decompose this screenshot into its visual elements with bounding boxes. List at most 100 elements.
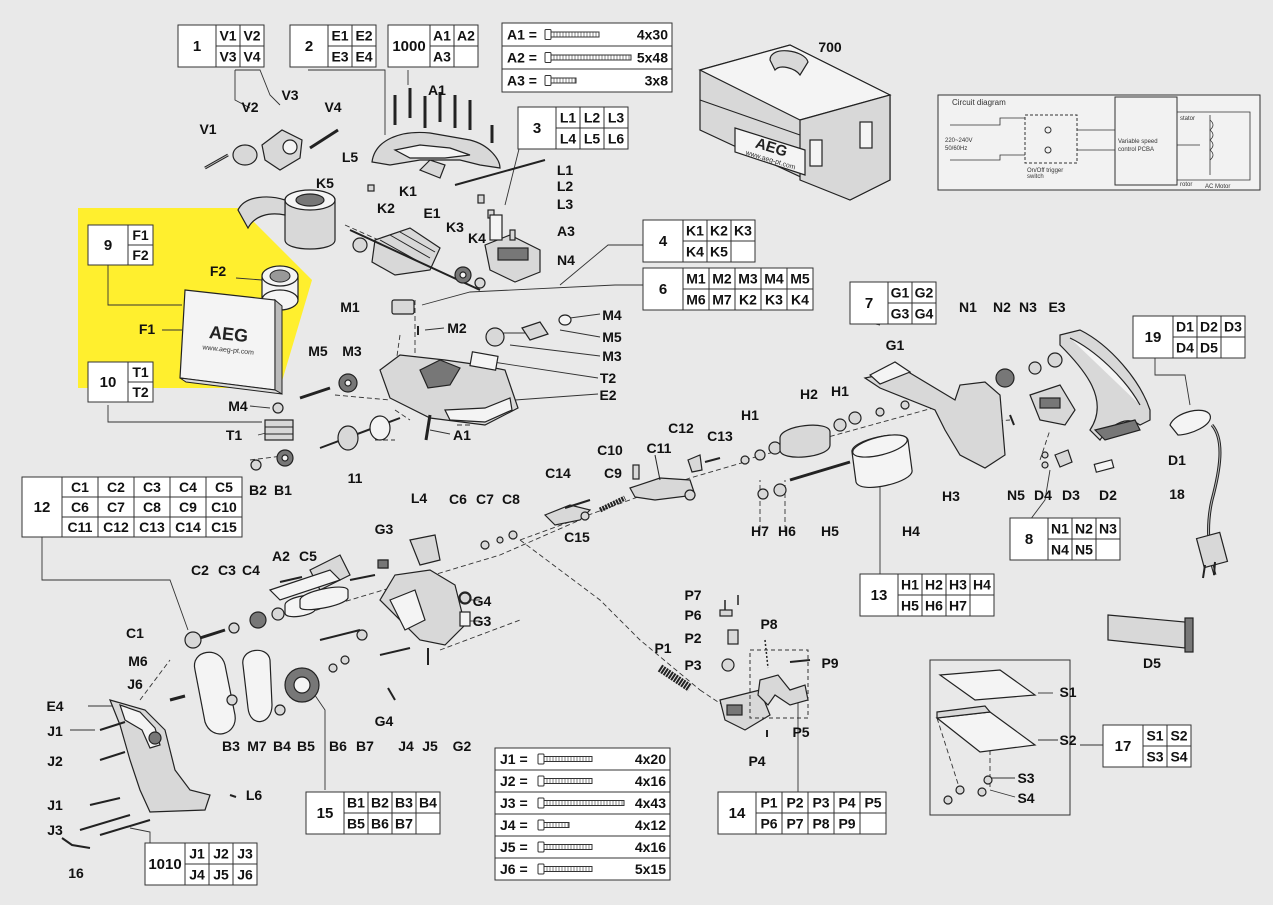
table-cell-label: F1 (132, 227, 149, 243)
callout-label: J6 (127, 676, 143, 692)
callout-label: J1 (47, 797, 63, 813)
callout-label: D3 (1062, 487, 1080, 503)
part-11-spindle (264, 414, 432, 451)
callout-label: P2 (684, 630, 701, 646)
table-cell-label: P3 (812, 795, 829, 811)
parts-h (740, 400, 913, 500)
part-m1 (391, 299, 415, 315)
screw-size: 3x8 (645, 73, 669, 89)
callout-label: C10 (597, 442, 623, 458)
table-cell-label: C7 (107, 499, 125, 515)
table-cell-label: E1 (331, 28, 348, 44)
callout-label: S3 (1017, 770, 1034, 786)
callout-label: B2 (249, 482, 267, 498)
table-number: 1000 (392, 38, 425, 55)
part-v1 (204, 153, 229, 170)
table-cell-label: K4 (791, 292, 809, 308)
callout-label: C3 (218, 562, 236, 578)
callout-label: J5 (422, 738, 438, 754)
table-number-cell (642, 267, 684, 311)
table-cell-label: M7 (712, 292, 732, 308)
table-cell-label: B7 (395, 816, 413, 832)
callout-label: F1 (139, 321, 156, 337)
callout-label: P6 (684, 607, 701, 623)
callout-label: C14 (545, 465, 571, 481)
table-cell-label: C1 (71, 479, 89, 495)
table-cell-label: E2 (355, 28, 372, 44)
circuit-freq: 50/60Hz (945, 146, 967, 152)
part-e2-gear-housing (379, 351, 519, 426)
table-number-cell (517, 106, 557, 150)
screw-size: 4x43 (635, 795, 666, 811)
table-cell-label: M1 (686, 271, 706, 287)
part-b2-b1 (250, 449, 294, 471)
table-cell-label: M2 (712, 271, 732, 287)
table-cell (351, 45, 377, 68)
circuit-motor: AC Motor (1205, 184, 1230, 190)
callout-label: G3 (375, 521, 394, 537)
table-number: 1 (193, 38, 201, 55)
part-v4 (309, 128, 339, 150)
callout-label: H4 (902, 523, 920, 539)
screws-a1 (393, 88, 494, 143)
table-cell-label: M5 (790, 271, 810, 287)
table-cell-label: L6 (608, 131, 625, 147)
table-cell-label: C3 (143, 479, 161, 495)
callout-label: C15 (564, 529, 590, 545)
part-m3 (485, 327, 505, 347)
table-cell-label: B5 (347, 816, 365, 832)
table-cell-label: N5 (1075, 542, 1093, 558)
callout-label: A1 (453, 427, 471, 443)
callout-label: N2 (993, 299, 1011, 315)
callout-label: N3 (1019, 299, 1037, 315)
table-cell-label: B4 (419, 795, 437, 811)
table-cell-label: D2 (1200, 319, 1218, 335)
table-cell-label: J5 (213, 867, 229, 883)
circuit-title: Circuit diagram (952, 98, 1006, 107)
callout-label: J3 (47, 822, 63, 838)
table-cell-label: C14 (175, 519, 201, 535)
callout-label: D4 (1034, 487, 1052, 503)
table-cell-label: C4 (179, 479, 197, 495)
parts-c (480, 454, 721, 550)
table-cell-label: S3 (1146, 749, 1163, 765)
callout-label: A2 (272, 548, 290, 564)
table-cell-label: C5 (215, 479, 233, 495)
callout-label: T1 (226, 427, 243, 443)
callout-label: E3 (1048, 299, 1065, 315)
table-number: 7 (865, 295, 873, 312)
table-cell-label: P7 (786, 816, 803, 832)
table-number-cell (87, 224, 129, 266)
table-cell-label: J6 (237, 867, 253, 883)
table-cell-label: K4 (686, 244, 704, 260)
callout-label: C12 (668, 420, 694, 436)
callout-label: D5 (1143, 655, 1161, 671)
screw-icon (537, 863, 545, 875)
table-cell-label: D5 (1200, 340, 1218, 356)
table-cell-label: B1 (347, 795, 365, 811)
table-cell-label: C12 (103, 519, 129, 535)
callout-label: B4 (273, 738, 291, 754)
table-cell (603, 127, 629, 150)
table-number: 2 (305, 38, 313, 55)
table-cell-label: L3 (608, 110, 625, 126)
table-number: 6 (659, 281, 667, 298)
table-cell-label: C15 (211, 519, 237, 535)
table-number-cell (642, 219, 684, 263)
callout-label: C2 (191, 562, 209, 578)
table-cell (127, 244, 154, 266)
callout-label: A3 (557, 223, 575, 239)
callout-label: P4 (748, 753, 765, 769)
table-cell-label: K1 (686, 223, 704, 239)
parts-p (657, 595, 811, 737)
table-number-cell (144, 842, 186, 886)
screw-icon (544, 52, 552, 63)
part-e4-head (61, 699, 237, 849)
callout-label: N1 (959, 299, 977, 315)
table-cell (1166, 745, 1192, 768)
